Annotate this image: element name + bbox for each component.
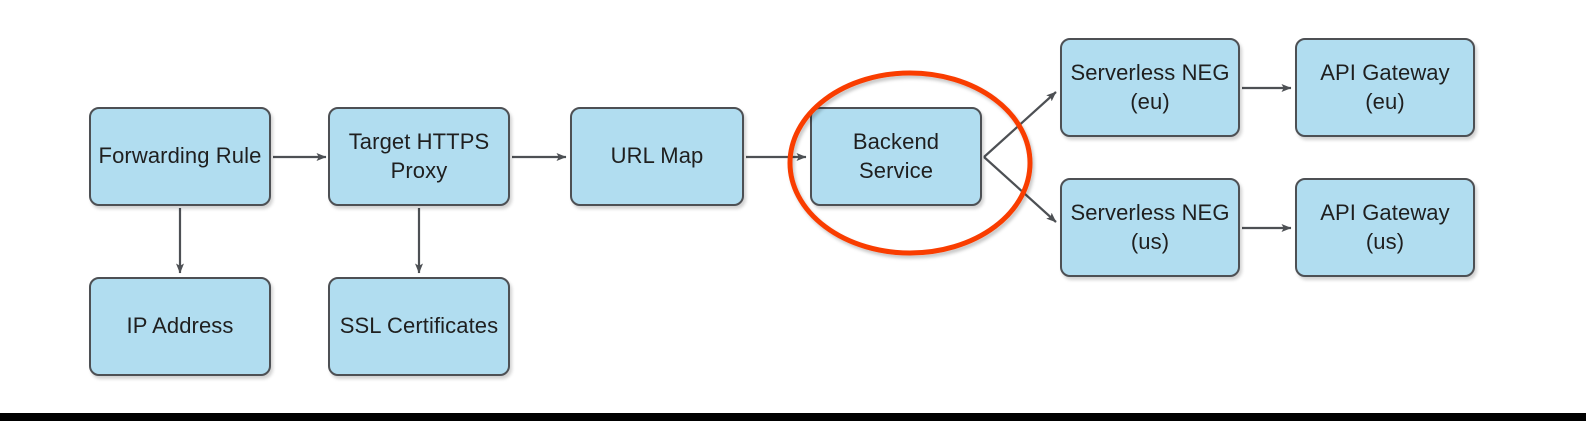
node-backend-service[interactable]: Backend Service: [810, 107, 982, 206]
node-serverless-neg-us[interactable]: Serverless NEG (us): [1060, 178, 1240, 277]
node-forwarding-rule[interactable]: Forwarding Rule: [89, 107, 271, 206]
node-serverless-neg-eu[interactable]: Serverless NEG (eu): [1060, 38, 1240, 137]
node-label-forwarding-rule: Forwarding Rule: [98, 143, 262, 169]
node-api-gateway-us[interactable]: API Gateway (us): [1295, 178, 1475, 277]
node-label-ssl-certificates: SSL Certificates: [339, 313, 499, 339]
edge-backend-service-to-serverless-neg-us: [983, 156, 1057, 223]
node-label-url-map: URL Map: [610, 143, 704, 169]
node-label-ip-address: IP Address: [126, 313, 234, 339]
node-url-map[interactable]: URL Map: [570, 107, 744, 206]
node-ssl-certificates[interactable]: SSL Certificates: [328, 277, 510, 376]
node-label-target-https-proxy: Target HTTPS Proxy: [348, 129, 490, 183]
node-label-serverless-neg-eu: Serverless NEG (eu): [1070, 60, 1230, 114]
node-label-api-gateway-us: API Gateway (us): [1320, 200, 1450, 254]
edge-backend-service-to-serverless-neg-eu: [983, 91, 1057, 158]
node-label-backend-service: Backend Service: [852, 129, 940, 183]
node-target-https-proxy[interactable]: Target HTTPS Proxy: [328, 107, 510, 206]
node-label-serverless-neg-us: Serverless NEG (us): [1070, 200, 1230, 254]
node-label-api-gateway-eu: API Gateway (eu): [1320, 60, 1450, 114]
node-ip-address[interactable]: IP Address: [89, 277, 271, 376]
bottom-bar: [0, 413, 1586, 421]
node-api-gateway-eu[interactable]: API Gateway (eu): [1295, 38, 1475, 137]
